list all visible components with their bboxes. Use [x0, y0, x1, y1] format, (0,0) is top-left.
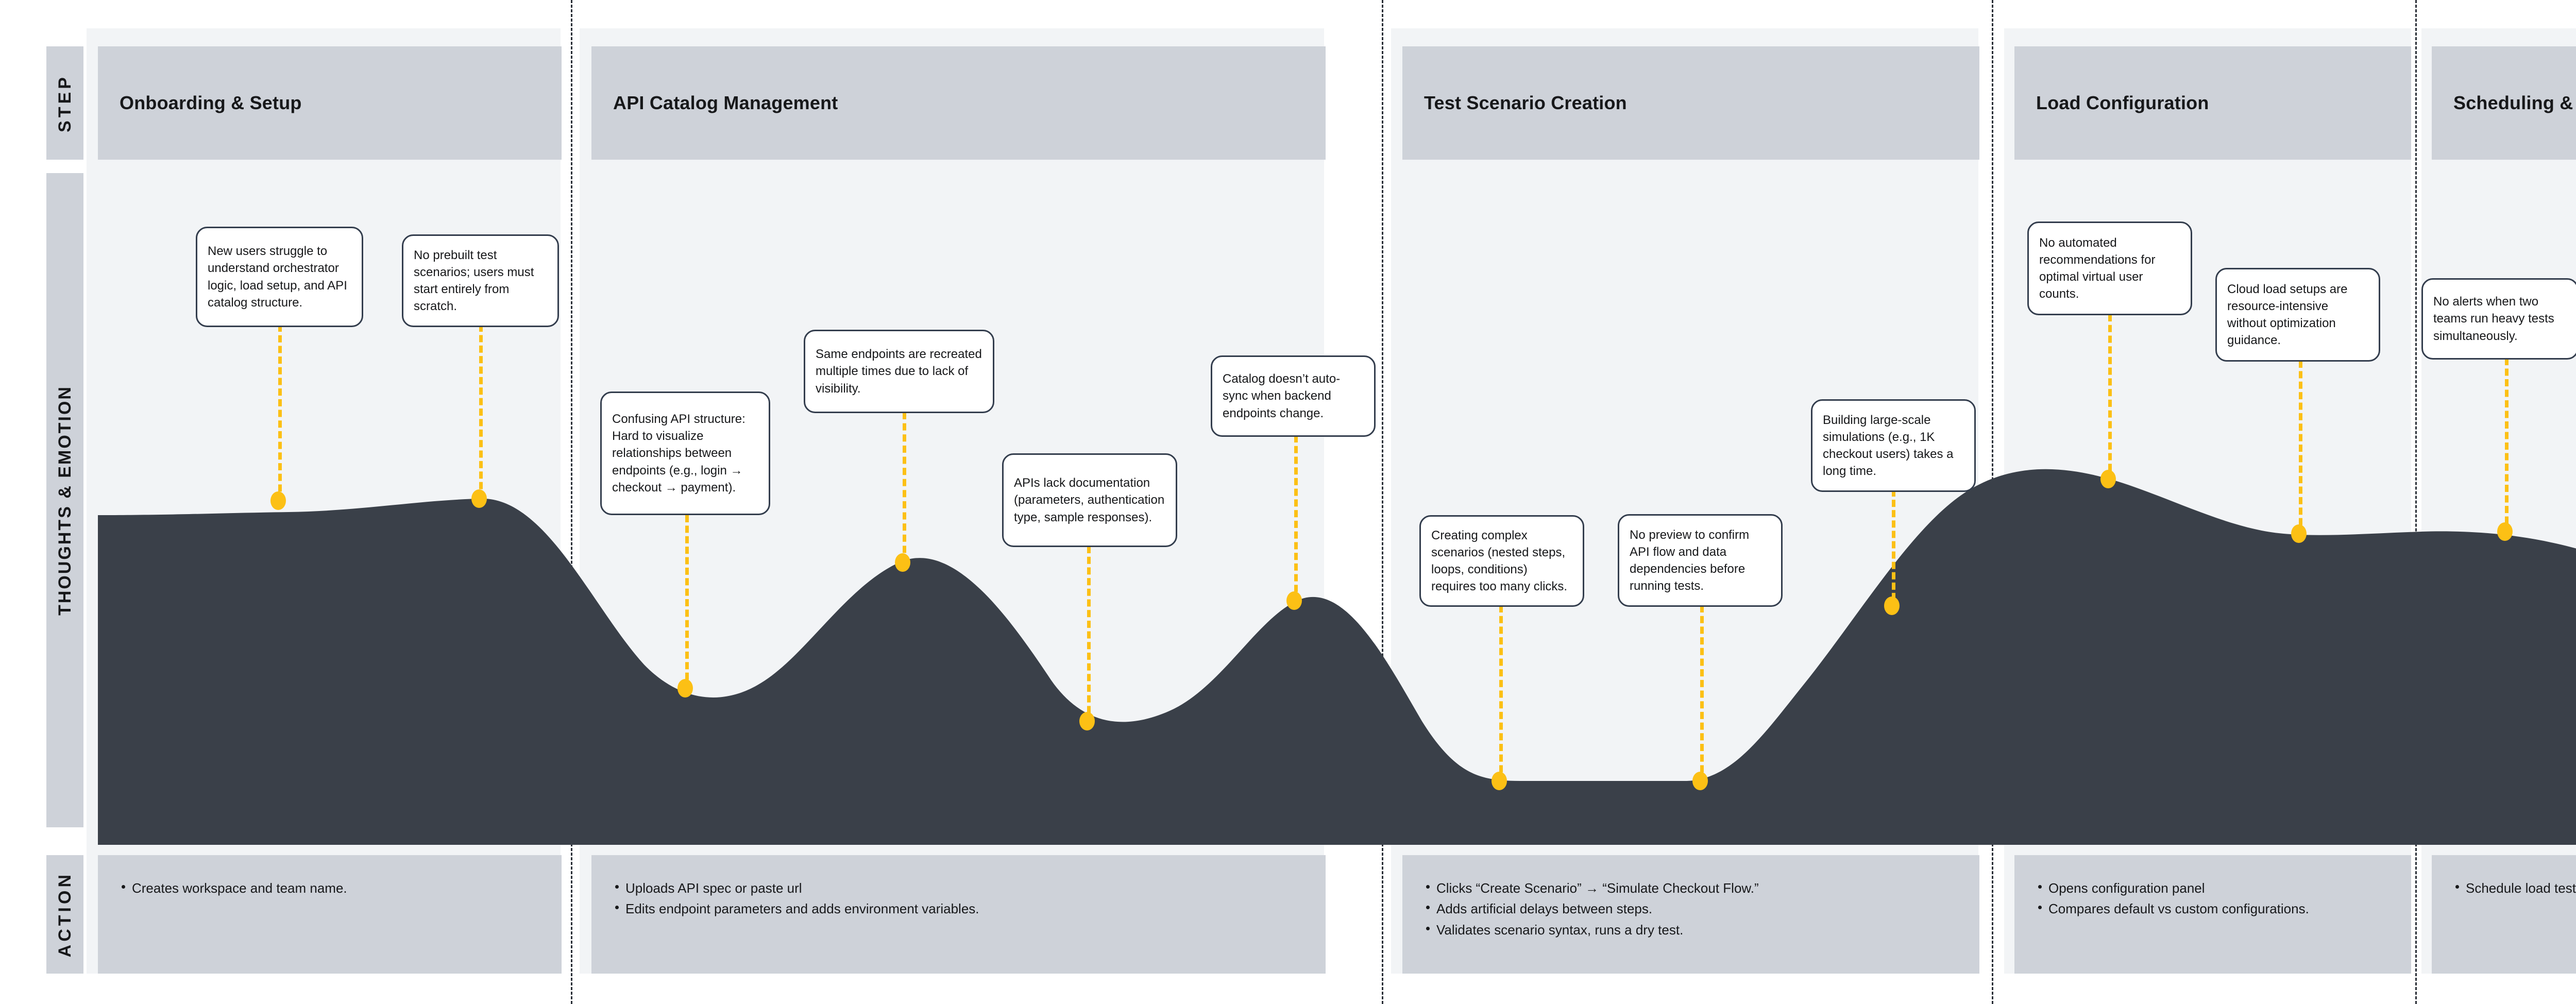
stage-band — [2004, 28, 2411, 974]
card-connector — [2108, 314, 2112, 482]
action-cell-onboarding-setup: Creates workspace and team name. — [98, 855, 562, 974]
step-title: API Catalog Management — [613, 92, 838, 113]
rail-label-action: ACTION — [46, 855, 83, 974]
step-title: Test Scenario Creation — [1424, 92, 1627, 113]
thought-text: Creating complex scenarios (nested steps… — [1431, 528, 1568, 594]
action-item: Schedule load testing from the created s… — [2453, 878, 2576, 898]
action-list: Creates workspace and team name. — [120, 878, 540, 898]
thought-text: No preview to confirm API flow and data … — [1630, 527, 1750, 593]
thought-text: No alerts when two teams run heavy tests… — [2433, 295, 2554, 343]
rail-label-step: STEP — [46, 46, 83, 160]
card-connector — [1499, 605, 1503, 783]
column-divider — [1382, 0, 1383, 1004]
thought-text: No prebuilt test scenarios; users must s… — [414, 248, 534, 314]
thought-card: Confusing API structure: Hard to visuali… — [600, 392, 770, 515]
step-header-load-configuration: Load Configuration — [2014, 46, 2411, 160]
step-title: Onboarding & Setup — [120, 92, 302, 113]
action-item: Opens configuration panel — [2036, 878, 2389, 898]
thought-card: No prebuilt test scenarios; users must s… — [402, 234, 559, 327]
action-item: Uploads API spec or paste url — [613, 878, 1304, 898]
step-title: Scheduling & Execution — [2453, 92, 2576, 113]
action-item: Validates scenario syntax, runs a dry te… — [1424, 920, 1958, 940]
thought-card: Building large-scale simulations (e.g., … — [1811, 399, 1976, 492]
column-divider — [571, 0, 572, 1004]
action-cell-test-scenario-creation: Clicks “Create Scenario” → “Simulate Che… — [1402, 855, 1979, 974]
action-item: Edits endpoint parameters and adds envir… — [613, 898, 1304, 919]
action-list: Clicks “Create Scenario” → “Simulate Che… — [1424, 878, 1958, 940]
card-connector — [2505, 358, 2509, 534]
thought-text: Confusing API structure: Hard to visuali… — [612, 412, 745, 495]
rail-step-text: STEP — [55, 74, 75, 132]
thought-text: Catalog doesn’t auto-sync when backend e… — [1223, 372, 1341, 420]
thought-card: Creating complex scenarios (nested steps… — [1419, 515, 1584, 607]
thought-text: New users struggle to understand orchest… — [208, 244, 347, 310]
card-connector — [2299, 361, 2302, 536]
card-connector — [1087, 546, 1091, 724]
thought-card: Catalog doesn’t auto-sync when backend e… — [1211, 355, 1376, 437]
card-connector — [685, 515, 689, 690]
card-connector — [479, 325, 483, 500]
thought-text: APIs lack documentation (parameters, aut… — [1014, 476, 1165, 524]
thought-card: Cloud load setups are resource-intensive… — [2215, 268, 2380, 362]
step-header-scheduling-execution: Scheduling & Execution — [2432, 46, 2576, 160]
thought-text: No automated recommendations for optimal… — [2039, 235, 2156, 301]
thought-card: No alerts when two teams run heavy tests… — [2421, 278, 2576, 360]
step-header-onboarding-setup: Onboarding & Setup — [98, 46, 562, 160]
thought-text: Same endpoints are recreated multiple ti… — [816, 347, 982, 396]
step-header-test-scenario-creation: Test Scenario Creation — [1402, 46, 1979, 160]
thought-card: Same endpoints are recreated multiple ti… — [804, 330, 994, 413]
thought-card: No automated recommendations for optimal… — [2027, 222, 2192, 315]
step-title: Load Configuration — [2036, 92, 2209, 113]
card-connector — [1892, 489, 1895, 610]
action-list: Uploads API spec or paste url Edits endp… — [613, 878, 1304, 920]
action-item: Compares default vs custom configuration… — [2036, 898, 2389, 919]
thought-card: New users struggle to understand orchest… — [196, 227, 363, 327]
thought-card: APIs lack documentation (parameters, aut… — [1002, 453, 1177, 547]
thought-text: Building large-scale simulations (e.g., … — [1823, 413, 1954, 479]
column-divider — [1992, 0, 1993, 1004]
thought-card: No preview to confirm API flow and data … — [1618, 514, 1783, 607]
action-cell-api-catalog-management: Uploads API spec or paste url Edits endp… — [591, 855, 1326, 974]
card-connector — [1294, 435, 1298, 603]
card-connector — [903, 412, 906, 564]
action-list: Opens configuration panel Compares defau… — [2036, 878, 2389, 920]
rail-action-text: ACTION — [55, 871, 75, 958]
action-item: Adds artificial delays between steps. — [1424, 898, 1958, 919]
action-item: Creates workspace and team name. — [120, 878, 540, 898]
card-connector — [278, 325, 282, 502]
stage-band — [1391, 28, 1978, 974]
action-cell-scheduling-execution: Schedule load testing from the created s… — [2432, 855, 2576, 974]
step-header-api-catalog-management: API Catalog Management — [591, 46, 1326, 160]
stage-band — [87, 28, 561, 974]
column-divider — [2415, 0, 2417, 1004]
rail-emotion-text: THOUGHTS & EMOTION — [55, 385, 75, 616]
rail-label-thoughts-emotion: THOUGHTS & EMOTION — [46, 173, 83, 827]
action-list: Schedule load testing from the created s… — [2453, 878, 2576, 898]
stage-band — [2421, 28, 2576, 974]
action-item: Clicks “Create Scenario” → “Simulate Che… — [1424, 878, 1958, 898]
action-cell-load-configuration: Opens configuration panel Compares defau… — [2014, 855, 2411, 974]
card-connector — [1700, 605, 1704, 783]
thought-text: Cloud load setups are resource-intensive… — [2227, 282, 2348, 348]
